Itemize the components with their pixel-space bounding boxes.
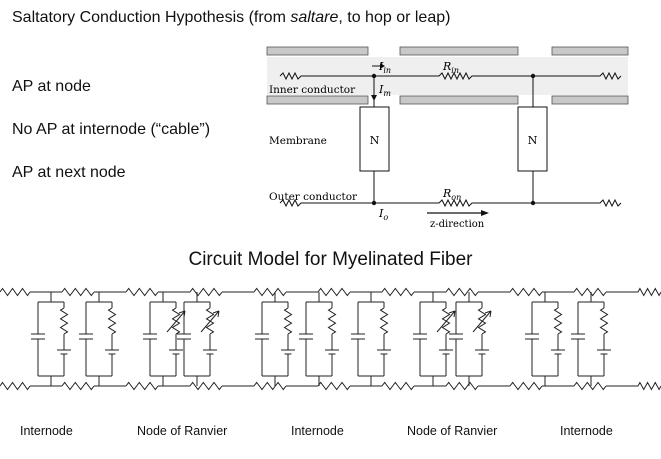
i-m-label: Im	[378, 83, 391, 98]
outer-rail	[0, 381, 661, 391]
membrane-battery	[377, 334, 391, 376]
membrane-capacitor	[177, 302, 191, 376]
membrane-capacitor	[31, 302, 45, 376]
membrane-resistor	[599, 307, 609, 335]
i-in-label: Iin	[378, 60, 391, 75]
myelin-sheath	[551, 95, 629, 105]
variable-resistor-arrow	[166, 310, 186, 333]
membrane-battery	[325, 334, 339, 376]
myelin-sheath	[266, 46, 369, 56]
variable-resistor-arrowhead	[448, 310, 456, 318]
page-title: Saltatory Conduction Hypothesis (from sa…	[12, 9, 451, 26]
membrane-capacitor	[143, 302, 157, 376]
segment-label-node-ranvier-2: Node of Ranvier	[407, 424, 498, 438]
axon-diagram: N N Inner conductor Outer conductor Memb…	[266, 46, 629, 230]
segment-label-internode-2: Internode	[291, 424, 344, 438]
variable-resistor-arrow	[436, 310, 456, 333]
membrane-resistor	[553, 307, 563, 335]
membrane-battery	[439, 334, 453, 376]
membrane-battery	[597, 334, 611, 376]
segment-label-node-ranvier-1: Node of Ranvier	[137, 424, 228, 438]
membrane-battery	[203, 334, 217, 376]
membrane-resistor	[379, 307, 389, 335]
myelin-sheath	[399, 46, 519, 56]
segment-label-internode-1: Internode	[20, 424, 73, 438]
bullet-no-ap-internode: No AP at internode (“cable”)	[12, 121, 211, 138]
membrane-battery	[57, 334, 71, 376]
r-on-label: Ron	[442, 187, 461, 202]
membrane-capacitor	[571, 302, 585, 376]
circuit-model-title: Circuit Model for Myelinated Fiber	[188, 249, 473, 270]
membrane-battery	[281, 334, 295, 376]
outer-resistor-right	[533, 198, 622, 208]
myelin-sheath	[266, 95, 369, 105]
myelin-sheath	[551, 46, 629, 56]
membrane-battery	[169, 334, 183, 376]
bullet-ap-at-node: AP at node	[12, 78, 91, 95]
membrane-capacitor	[413, 302, 427, 376]
membrane-capacitor	[351, 302, 365, 376]
node-label-right: N	[528, 134, 538, 147]
inner-resistor-left	[279, 71, 374, 81]
inner-resistor-rin	[374, 71, 533, 81]
z-direction-label: z-direction	[430, 219, 485, 230]
node-box-right	[517, 106, 548, 172]
outer-resistor-left	[279, 198, 374, 208]
inner-rail	[0, 287, 661, 297]
inner-resistor-right	[533, 71, 622, 81]
membrane-resistor	[283, 307, 293, 335]
segment-label-internode-3: Internode	[560, 424, 613, 438]
membrane-resistor	[59, 307, 69, 335]
i-o-label: Io	[378, 207, 388, 222]
inner-conductor-label: Inner conductor	[269, 84, 356, 96]
node-box-left	[359, 106, 390, 172]
membrane-capacitor	[299, 302, 313, 376]
membrane-label: Membrane	[269, 135, 327, 147]
myelin-sheath	[399, 95, 519, 105]
membrane-capacitor	[525, 302, 539, 376]
membrane-battery	[105, 334, 119, 376]
r-in-label: Rin	[442, 60, 459, 75]
membrane-battery	[551, 334, 565, 376]
outer-conductor-label: Outer conductor	[269, 191, 358, 203]
membrane-battery	[475, 334, 489, 376]
bullet-ap-next-node: AP at next node	[12, 164, 126, 181]
node-label-left: N	[370, 134, 380, 147]
membrane-resistor	[107, 307, 117, 335]
membrane-capacitor	[255, 302, 269, 376]
outer-resistor-ron	[374, 198, 533, 208]
membrane-resistor	[327, 307, 337, 335]
membrane-capacitor	[449, 302, 463, 376]
variable-resistor-arrowhead	[212, 310, 220, 318]
variable-resistor-arrow	[200, 310, 220, 333]
variable-resistor-arrow	[472, 310, 492, 333]
variable-resistor-arrowhead	[484, 310, 492, 318]
membrane-capacitor	[79, 302, 93, 376]
